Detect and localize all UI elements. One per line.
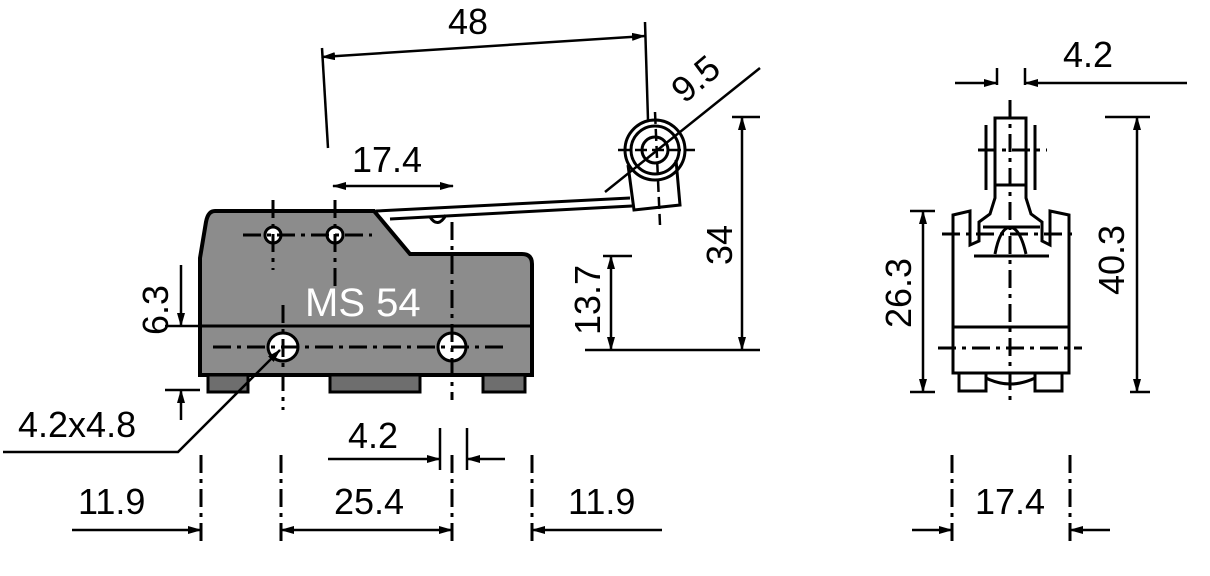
- dim-total-height: 34: [699, 225, 740, 265]
- side-view: MS 54 48 9.5 17.4 34 13.7 6.3 4.2x4.8: [3, 1, 761, 545]
- dim-operating-height: 13.7: [567, 265, 608, 335]
- dim-center: 25.4: [334, 481, 404, 522]
- dim-top-holes: 17.4: [352, 139, 422, 180]
- foot: [328, 373, 422, 394]
- lever-arm: [375, 196, 633, 224]
- roller: [618, 111, 695, 226]
- front-view: 4.2 40.3 26.3 17.4: [878, 34, 1187, 545]
- dim-front-total-height: 40.3: [1091, 225, 1132, 295]
- dim-lever-length: 48: [448, 1, 488, 42]
- dim-body-height: 26.3: [878, 258, 919, 328]
- dim-small-gap: 4.2: [348, 415, 398, 456]
- dim-right: 11.9: [568, 481, 635, 522]
- dim-slot: 4.2x4.8: [18, 404, 136, 445]
- model-label: MS 54: [305, 281, 421, 325]
- dim-left: 11.9: [78, 481, 145, 522]
- dim-hole-offset: 6.3: [135, 285, 176, 335]
- dim-front-width: 17.4: [975, 481, 1045, 522]
- foot: [481, 373, 527, 394]
- dim-roller-width: 4.2: [1063, 34, 1113, 75]
